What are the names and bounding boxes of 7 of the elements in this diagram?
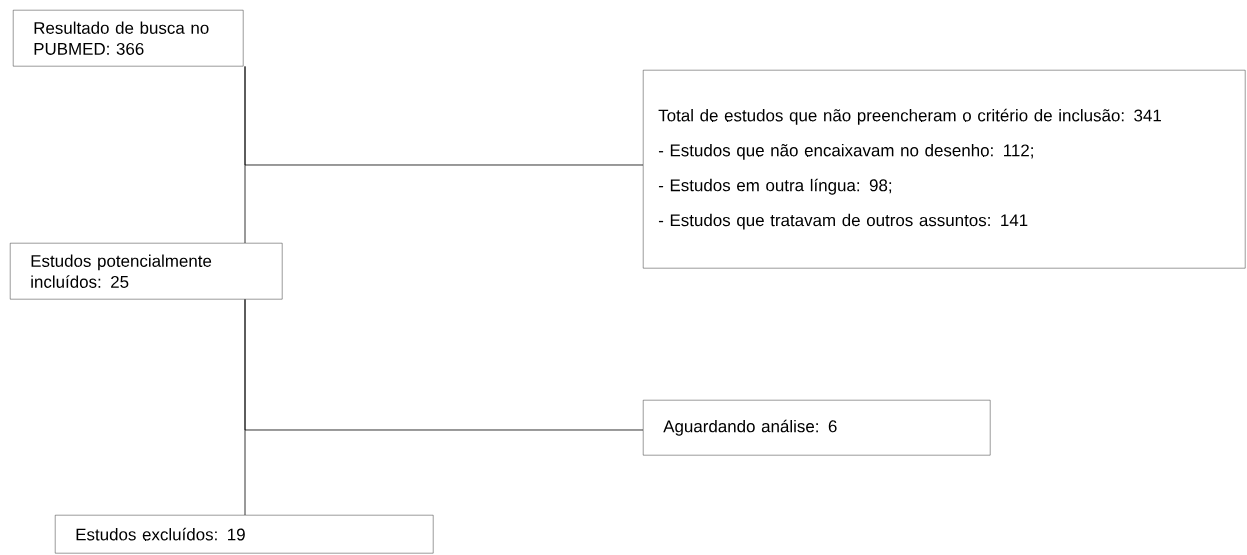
process-box: Aguardando análise: 6 [643,400,991,456]
process-box: Estudos excluídos: 19 [55,515,434,554]
process-box: Total de estudos que não preencheram o critério de inclusão: 341 - Estudos que não encaixavam no desenho: 112; - Estudos em outra língua: 98; - Estudos que tratavam de outros assuntos: 141 [643,70,1246,269]
connector-line [244,66,644,166]
connector-line [244,299,644,431]
process-box: Estudos potencialmente incluídos: 25 [10,243,283,300]
process-box: Resultado de busca no PUBMED: 366 [13,10,244,67]
